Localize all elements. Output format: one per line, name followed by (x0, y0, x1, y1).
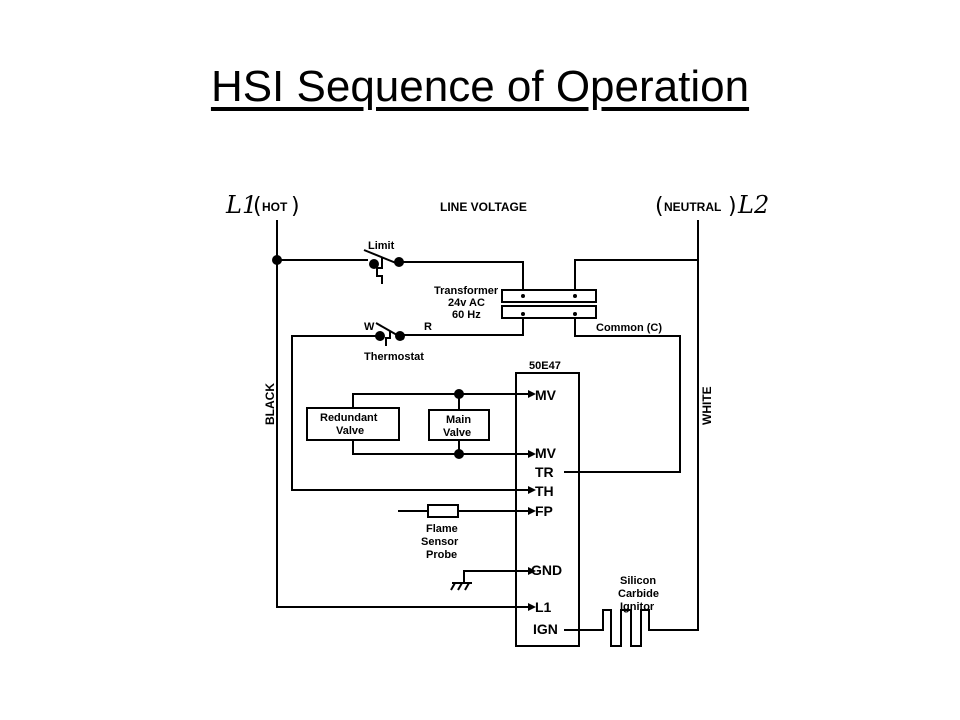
hot-label: HOT (262, 200, 288, 214)
main-valve (428, 409, 490, 441)
pin-l1: L1 (535, 599, 552, 615)
page-title: HSI Sequence of Operation (210, 62, 750, 111)
transformer: Transformer 24v AC 60 Hz (434, 285, 597, 321)
l2-open-paren: ( (655, 194, 664, 219)
pin-mv-2: MV (535, 445, 557, 461)
pin-ign: IGN (533, 621, 558, 637)
ignitor-label-line2: Carbide (618, 588, 659, 600)
l1-close-paren: ) (291, 194, 300, 219)
flame-sensor: Flame Sensor Probe (398, 504, 528, 561)
thermostat-r-label: R (424, 321, 432, 333)
main-valve-label-line2: Valve (443, 427, 471, 439)
l1-hot-wire (272, 220, 528, 608)
thermostat-circuit: W R Thermostat Common (C) (291, 318, 681, 491)
control-module: 50E47 MV MV TR TH FP GND L1 IGN (515, 360, 580, 647)
l1-open-paren: ( (253, 194, 262, 219)
main-valve-label-line1: Main (446, 414, 471, 426)
black-wire-label: BLACK (263, 383, 277, 425)
limit-switch: Limit (363, 240, 524, 290)
redundant-valve-label-line1: Redundant (320, 412, 378, 424)
control-module-label: 50E47 (529, 360, 561, 372)
pin-gnd: GND (531, 562, 562, 578)
flame-sensor-label-line3: Probe (426, 549, 457, 561)
ignitor-label-line3: Ignitor (620, 601, 655, 613)
redundant-valve-label-line2: Valve (336, 425, 364, 437)
ignitor-label-line1: Silicon (620, 575, 656, 587)
ground-symbol (450, 570, 528, 591)
pin-mv-1: MV (535, 387, 557, 403)
line-voltage-label: LINE VOLTAGE (440, 200, 527, 214)
l2-neutral-wire (574, 220, 699, 631)
pin-tr: TR (535, 464, 554, 480)
flame-sensor-label-line2: Sensor (421, 536, 459, 548)
l2-label: L2 (737, 191, 769, 219)
redundant-valve (306, 407, 400, 441)
transformer-label-line2: 24v AC (448, 297, 485, 309)
pin-arrows (528, 390, 536, 611)
thermostat-label: Thermostat (364, 351, 424, 363)
white-wire-label: WHITE (700, 386, 714, 425)
flame-sensor-label-line1: Flame (426, 523, 458, 535)
thermostat-w-label: W (364, 321, 375, 333)
pin-th: TH (535, 483, 554, 499)
transformer-label-line3: 60 Hz (452, 309, 481, 321)
common-label: Common (C) (596, 322, 662, 334)
limit-label: Limit (368, 240, 395, 252)
valve-circuit: Redundant Valve Main Valve (306, 389, 528, 459)
silicon-carbide-ignitor: Silicon Carbide Ignitor (564, 575, 659, 647)
transformer-label-line1: Transformer (434, 285, 499, 297)
neutral-label: NEUTRAL (664, 200, 721, 214)
l2-close-paren: ) (728, 194, 737, 219)
l1-label: L1 (225, 191, 257, 219)
pin-fp: FP (535, 503, 553, 519)
